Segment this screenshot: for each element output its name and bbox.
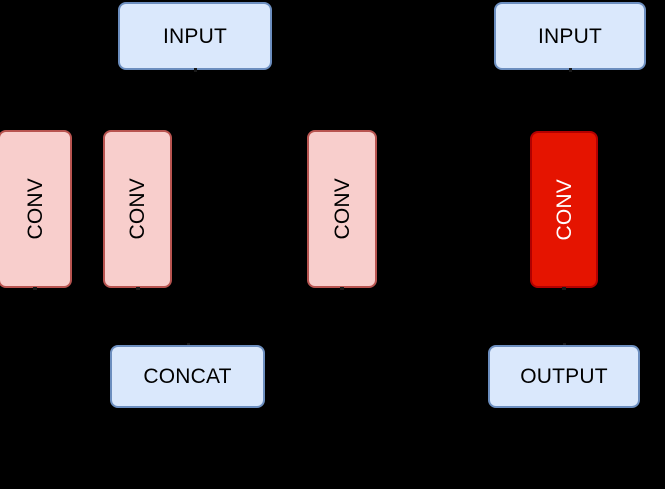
node-input-left[interactable]: INPUT [118,2,272,70]
node-label: INPUT [538,24,602,48]
node-output[interactable]: OUTPUT [488,345,640,408]
node-conv-highlighted[interactable]: CONV [530,131,598,288]
connector-stub-input-right [569,68,572,72]
node-conv-2[interactable]: CONV [103,130,172,288]
connector-stub-input-left [194,68,197,72]
node-label: INPUT [163,24,227,48]
node-label: CONV [126,178,149,240]
connector-stub-conv-3 [340,287,344,290]
connector-stub-conv-highlighted [562,287,566,290]
connector-stub-conv-1 [33,287,37,290]
node-label: CONV [23,178,47,240]
node-label: CONV [330,178,354,240]
node-label: CONCAT [143,365,232,388]
node-label: CONV [552,178,576,241]
node-conv-1[interactable]: CONV [0,130,72,288]
node-concat[interactable]: CONCAT [110,345,265,408]
node-conv-3[interactable]: CONV [307,130,377,288]
node-input-right[interactable]: INPUT [494,2,646,70]
node-label: OUTPUT [520,365,608,388]
connector-stub-conv-2 [136,287,140,290]
